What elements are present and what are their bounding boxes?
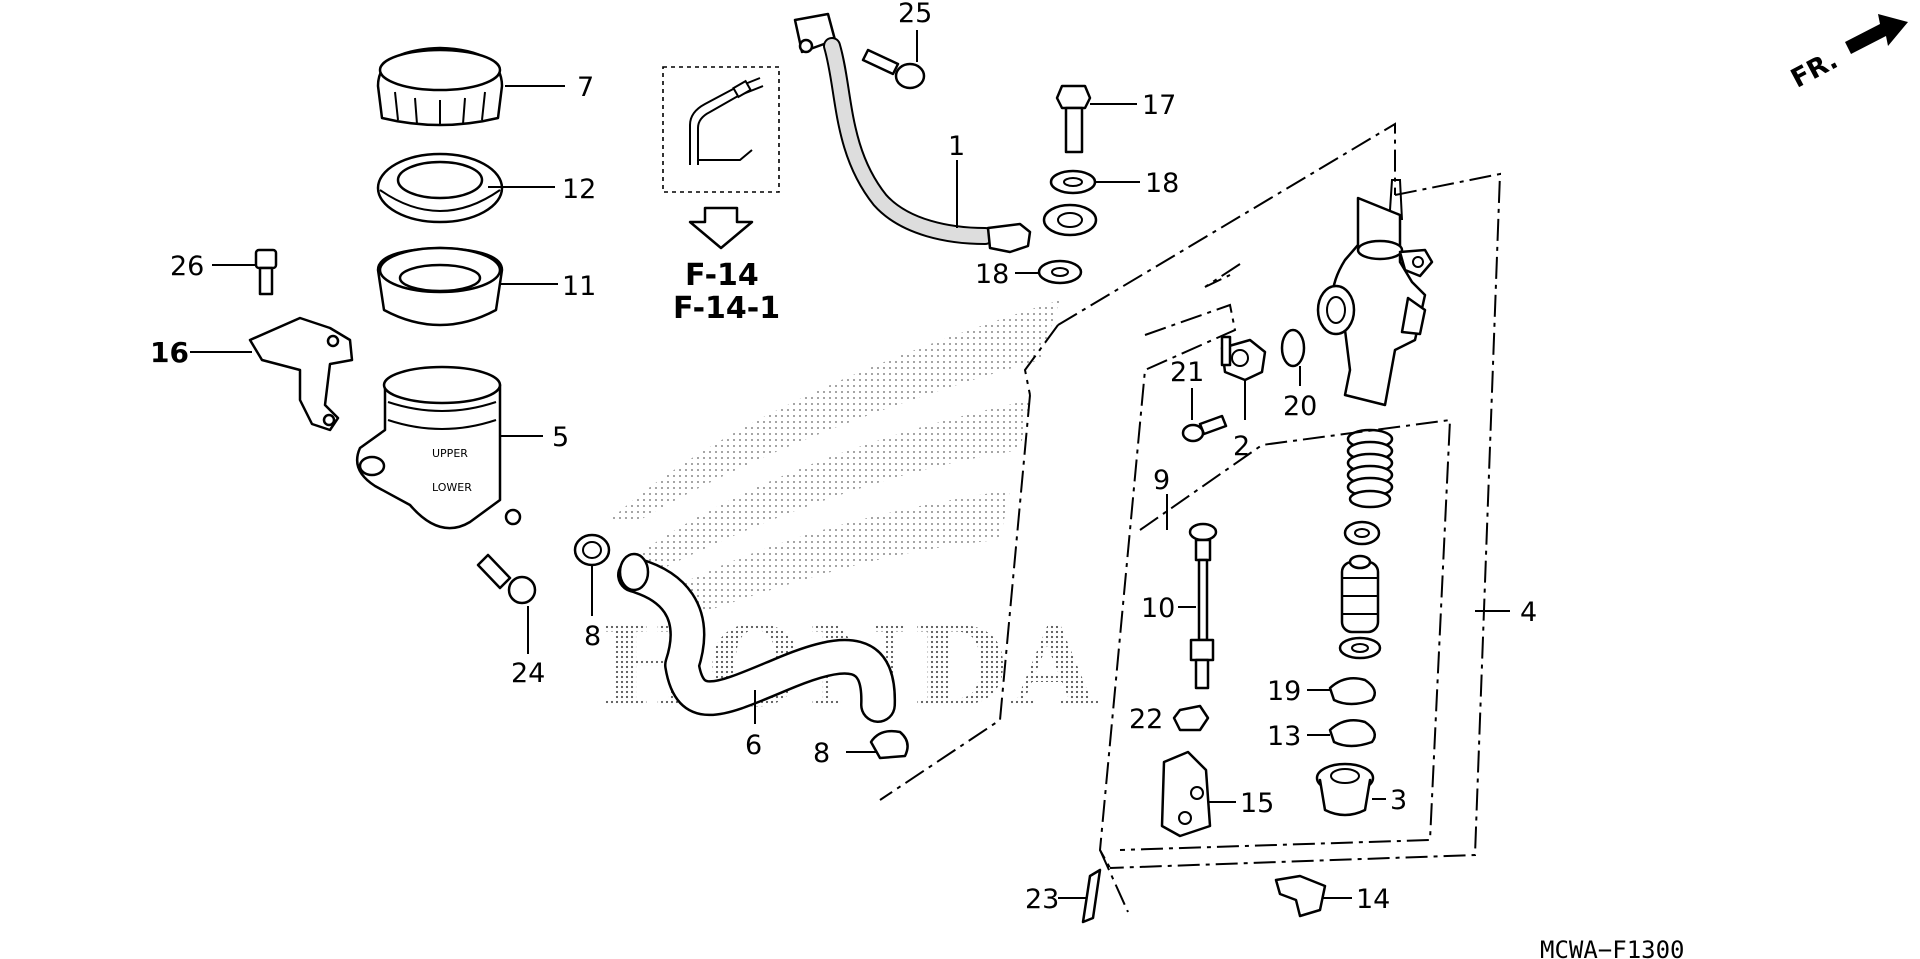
- callout-19: 19: [1267, 676, 1301, 707]
- leader-lines: [190, 30, 1510, 899]
- hose-clip-lower: [869, 729, 909, 760]
- callout-23: 23: [1025, 884, 1059, 915]
- callout-16: 16: [150, 336, 189, 369]
- screw-21: [1181, 414, 1228, 443]
- callout-9: 9: [1153, 465, 1170, 496]
- callout-18-lower: 18: [975, 259, 1009, 290]
- bolt-17: [1055, 84, 1092, 154]
- callout-4: 4: [1520, 597, 1537, 628]
- bolt-24: [476, 553, 537, 605]
- callout-5: 5: [552, 422, 569, 453]
- callout-26: 26: [170, 251, 204, 282]
- callout-8-lower: 8: [813, 738, 830, 769]
- reference-arrow-icon: [688, 206, 754, 250]
- master-cylinder-body: [1316, 179, 1434, 407]
- reservoir-upper-marking: UPPER: [432, 447, 468, 460]
- callout-15: 15: [1240, 788, 1274, 819]
- cotter-pin-23: [1081, 868, 1102, 924]
- arrow-icon: [1845, 14, 1908, 54]
- sealing-washer-upper: [1049, 169, 1097, 195]
- brake-pipe-reference: [689, 77, 764, 165]
- reservoir-tank: UPPER LOWER: [355, 365, 522, 530]
- callout-8-upper: 8: [584, 621, 601, 652]
- reference-inset-box: [662, 66, 780, 193]
- reference-f-14-1: F-14-1: [673, 291, 780, 326]
- sealing-washer-lower: [1037, 259, 1083, 285]
- callout-24: 24: [511, 658, 545, 689]
- front-direction-indicator: FR.: [1786, 14, 1908, 94]
- callout-11: 11: [562, 271, 596, 302]
- callout-12: 12: [562, 174, 596, 205]
- diagram-code: MCWA−F1300: [1540, 936, 1685, 959]
- callout-3: 3: [1390, 785, 1407, 816]
- front-direction-label: FR.: [1786, 45, 1843, 94]
- diaphragm-plate: [376, 152, 504, 224]
- assembly-outline-frames: [879, 122, 1502, 913]
- rubber-boot: [1315, 762, 1375, 817]
- reservoir-diaphragm: [376, 246, 504, 327]
- callout-14: 14: [1356, 884, 1390, 915]
- callout-7: 7: [577, 72, 594, 103]
- callout-10: 10: [1141, 593, 1175, 624]
- callout-20: 20: [1283, 391, 1317, 422]
- joint-pin-14: [1274, 874, 1327, 918]
- snap-ring-13: [1328, 719, 1377, 748]
- circlip-19: [1328, 677, 1377, 706]
- bolt-26: [254, 248, 278, 296]
- part-number-callouts: 7 12 11 5 26 16 24 8 6 8 1 25 17 18 18 2…: [150, 0, 1537, 915]
- o-ring-20: [1280, 328, 1306, 368]
- callout-18-upper: 18: [1145, 168, 1179, 199]
- reservoir-hose: [617, 552, 897, 723]
- callout-1: 1: [948, 131, 965, 162]
- piston: [1340, 554, 1380, 634]
- hose-joint-2: [1220, 335, 1267, 382]
- spring-seat: [1343, 520, 1381, 546]
- honda-wing-watermark: [610, 300, 1060, 620]
- callout-2: 2: [1233, 431, 1250, 462]
- callout-17: 17: [1142, 90, 1176, 121]
- primary-cup: [1338, 636, 1382, 660]
- hose-clip-upper: [573, 533, 611, 567]
- callout-13: 13: [1267, 721, 1301, 752]
- brake-hose: [793, 12, 1098, 254]
- reference-f-14: F-14: [685, 258, 759, 293]
- clevis-joint: [1160, 750, 1212, 838]
- callout-25: 25: [898, 0, 932, 29]
- piston-spring: [1346, 428, 1394, 509]
- reservoir-cap: [376, 46, 504, 127]
- callout-6: 6: [745, 730, 762, 761]
- lock-nut-22: [1172, 704, 1210, 732]
- callout-21: 21: [1170, 357, 1204, 388]
- reservoir-lower-marking: LOWER: [432, 481, 472, 494]
- reservoir-bracket: [248, 316, 354, 432]
- callout-22: 22: [1129, 704, 1163, 735]
- push-rod: [1188, 522, 1218, 690]
- bolt-25: [861, 48, 926, 90]
